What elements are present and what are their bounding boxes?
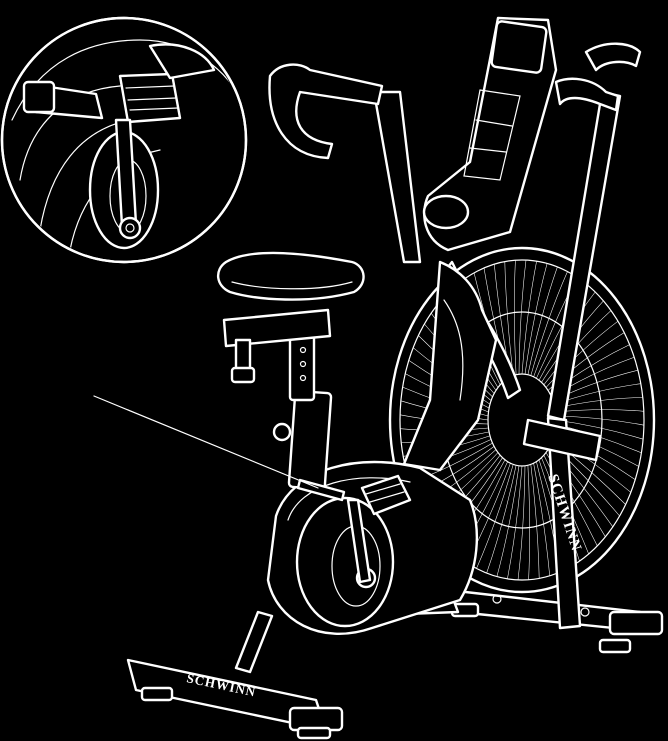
fan-blade <box>518 260 527 375</box>
fan-blade <box>527 465 530 580</box>
detail-inset <box>0 16 248 264</box>
seat-assembly <box>217 251 365 491</box>
fan-blade <box>524 263 548 375</box>
fan-blade <box>476 464 514 569</box>
fan-blade <box>504 261 514 376</box>
console <box>422 16 558 252</box>
seat-knob <box>272 422 292 442</box>
fan-blade <box>521 261 537 375</box>
fan-blade <box>527 266 558 375</box>
main-frame: SCHWINN <box>268 42 642 630</box>
fan-blade <box>514 260 517 375</box>
fan-blade <box>486 465 517 574</box>
fan-blade <box>555 409 644 413</box>
fan-blade <box>496 465 520 577</box>
fan-blade <box>530 271 568 376</box>
front-stabilizer: SCHWINN <box>126 658 344 740</box>
fan-blade <box>533 463 550 576</box>
drive-housing <box>266 460 479 635</box>
fan-blade <box>530 464 540 579</box>
fan-blade <box>555 415 644 426</box>
callout-leader-line <box>93 395 319 489</box>
fan-blade <box>517 465 526 580</box>
rear-stabilizer <box>446 588 664 654</box>
fan-blade <box>507 465 523 579</box>
front-leg <box>234 610 274 674</box>
